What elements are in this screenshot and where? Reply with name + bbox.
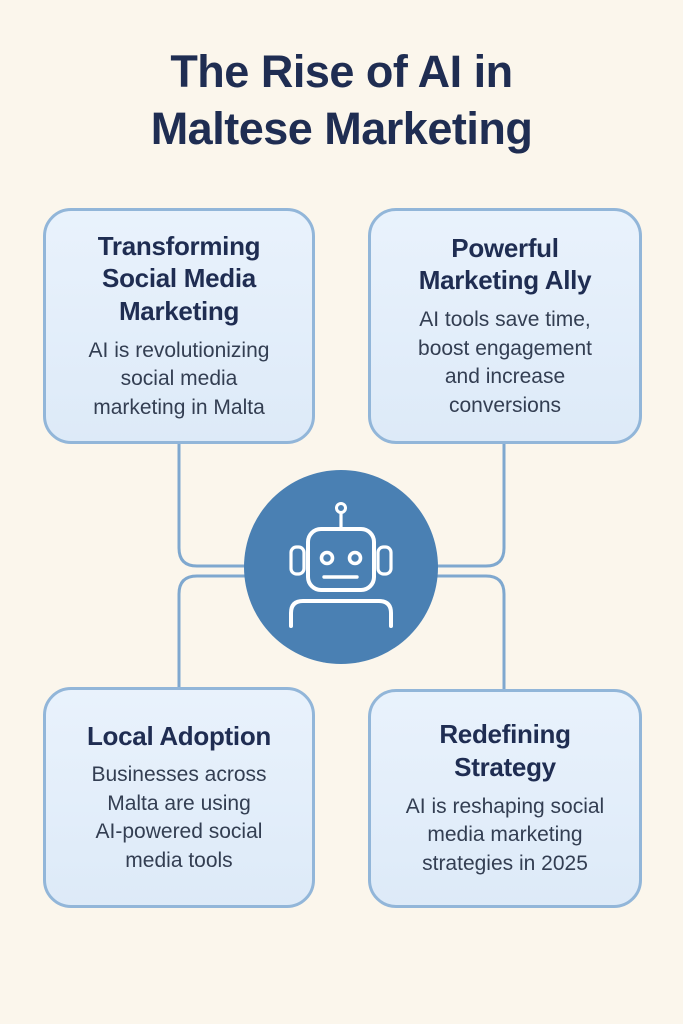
connector-top-right [436, 441, 506, 568]
card-body: AI tools save time, boost engagement and… [418, 308, 592, 417]
card-body: AI is revolutionizing social media marke… [88, 338, 270, 419]
card-heading: Powerful Marketing Ally [418, 232, 592, 296]
card-body: Businesses across Malta are using AI-pow… [91, 763, 267, 872]
connector-bottom-left [177, 574, 247, 691]
card-heading: Transforming Social Media Marketing [97, 230, 261, 327]
robot-badge-circle [244, 470, 438, 664]
page-title-line-2: Maltese Marketing [150, 102, 533, 154]
robot-icon [289, 502, 393, 628]
card-transforming-social-media-marketing: Transforming Social Media Marketing AI i… [43, 208, 315, 444]
card-powerful-marketing-ally: Powerful Marketing Ally AI tools save ti… [368, 208, 642, 444]
card-body: AI is reshaping social media marketing s… [405, 794, 605, 876]
card-redefining-strategy: Redefining Strategy AI is reshaping soci… [368, 689, 642, 908]
card-heading: Redefining Strategy [439, 719, 571, 783]
connector-bottom-right [436, 574, 506, 693]
card-local-adoption: Local Adoption Businesses across Malta a… [43, 687, 315, 908]
card-heading: Local Adoption [86, 720, 272, 751]
page-title-line-1: The Rise of AI in [170, 46, 513, 97]
connector-top-left [177, 441, 247, 568]
